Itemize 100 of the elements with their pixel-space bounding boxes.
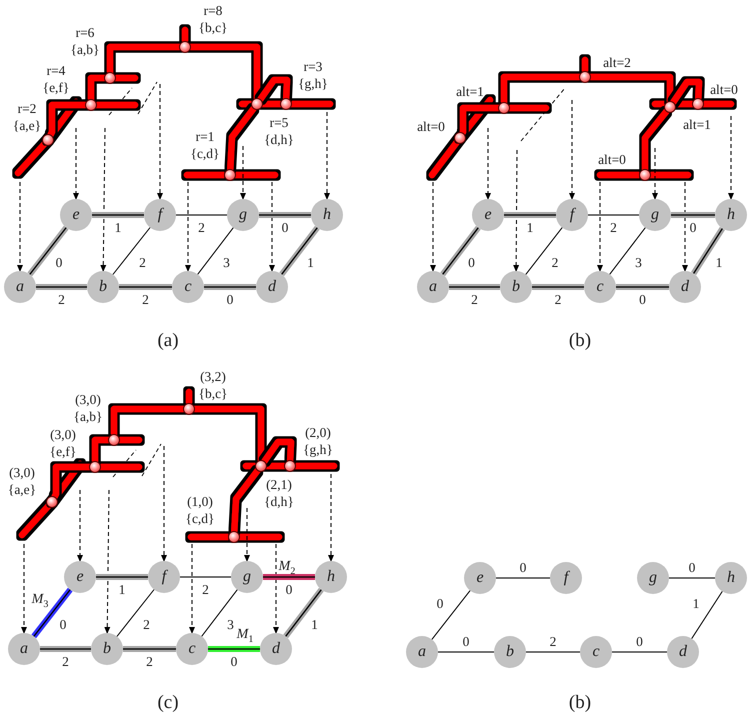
tree-node — [42, 134, 54, 146]
dashed-arrow — [189, 544, 195, 634]
graph-edge — [532, 284, 584, 290]
graph-vertex: g — [637, 562, 669, 594]
dashed-arrow — [73, 128, 79, 200]
node-caption: r=1 — [196, 128, 214, 145]
graph-vertex: g — [639, 199, 671, 231]
graph-vertex: g — [227, 199, 259, 231]
dashed-arrow — [324, 112, 330, 200]
edge-weight: 2 — [58, 291, 65, 308]
edge-weight: 3 — [223, 254, 230, 271]
dashed-arrow — [430, 182, 436, 272]
edge-weight: 0 — [639, 291, 646, 308]
tree-node — [639, 169, 651, 181]
dashed-arrow — [104, 490, 110, 634]
node-caption: alt=1 — [683, 116, 711, 133]
tree-node — [183, 403, 195, 415]
dashed-arrow — [485, 128, 491, 200]
node-caption: {b,c} — [198, 19, 228, 36]
node-caption: {a,b} — [73, 408, 103, 425]
tree-node — [255, 460, 267, 472]
node-caption: {d,h} — [264, 131, 294, 148]
graph-vertex: b — [87, 271, 119, 303]
graph-edge — [119, 284, 172, 290]
edge-weight: 0 — [468, 254, 475, 271]
edge-weight: 0 — [60, 616, 66, 633]
node-caption: {c,d} — [190, 145, 220, 162]
graph-vertex: g — [231, 561, 263, 593]
node-caption: r=3 — [304, 58, 322, 75]
graph-vertex: a — [417, 271, 449, 303]
panel-caption: (a) — [157, 330, 179, 352]
tree-node — [280, 98, 292, 110]
matching-label: M$_{3}$ — [32, 592, 48, 607]
graph-vertex: e — [60, 199, 92, 231]
dashed-arrow — [157, 84, 163, 200]
edge-weight: 2 — [554, 291, 562, 308]
edge-weight: 1 — [311, 616, 318, 633]
node-caption: (3,2) — [200, 368, 226, 385]
graph-vertex: b — [500, 271, 532, 303]
edge-weight: 2 — [610, 219, 617, 236]
edge-weight: 2 — [146, 653, 153, 670]
tree-node — [89, 461, 101, 473]
node-caption: {a,e} — [12, 117, 42, 134]
node-caption: alt=0 — [710, 81, 738, 98]
matching-label: M$_{2}$ — [278, 559, 296, 574]
graph-vertex: f — [144, 199, 176, 231]
graph-edge — [96, 574, 148, 580]
node-caption: r=6 — [76, 24, 94, 41]
node-caption: r=5 — [270, 114, 288, 131]
dashed-arrow — [569, 100, 575, 200]
graph-edge — [283, 588, 324, 638]
edge-weight: 1 — [118, 581, 126, 598]
graph-edge — [588, 214, 640, 216]
edge-weight: 2 — [198, 219, 205, 236]
tree-node — [85, 99, 97, 111]
graph-vertex: h — [311, 199, 343, 231]
dashed-arrow — [100, 128, 106, 272]
graph-vertex: d — [260, 633, 292, 665]
graph-edge — [123, 646, 176, 652]
edge-weight: 3 — [635, 254, 642, 271]
dashed-arrow — [597, 182, 603, 272]
node-caption: alt=1 — [456, 83, 484, 100]
node-caption: alt=2 — [603, 54, 631, 71]
graph-vertex: d — [669, 271, 701, 303]
node-caption: alt=0 — [417, 118, 445, 135]
node-caption: {c,d} — [185, 510, 215, 527]
graph-edge — [259, 212, 311, 218]
node-caption: r=4 — [46, 62, 66, 79]
tree-branch — [227, 106, 257, 172]
tree-branch — [642, 108, 670, 172]
edge-weight: 2 — [550, 633, 556, 650]
node-caption: r=8 — [204, 2, 222, 19]
dashed-arrow — [269, 182, 275, 272]
graph-edge — [176, 214, 228, 216]
dashed-arrow — [17, 182, 23, 272]
graph-edge — [27, 226, 69, 276]
graph-vertex: c — [584, 271, 616, 303]
edge-weight: 1 — [692, 595, 700, 612]
tree-node — [104, 72, 116, 84]
tree-branch — [261, 438, 294, 464]
tree-node — [179, 41, 191, 53]
graph-edge — [263, 574, 315, 580]
graph-vertex: d — [667, 636, 699, 668]
graph-edge — [201, 589, 238, 637]
tree-branch — [500, 74, 582, 106]
graph-edge — [279, 226, 320, 276]
graph-vertex: f — [148, 561, 180, 593]
dashed-arrow — [273, 544, 279, 634]
node-caption: (2,1) — [266, 476, 292, 493]
tree-node — [454, 132, 466, 144]
tree-node — [224, 169, 236, 181]
graph-vertex: c — [580, 636, 612, 668]
dashed-arrow — [652, 148, 658, 200]
graph-vertex: b — [91, 633, 123, 665]
graph-vertex: a — [406, 636, 438, 668]
edge-weight: 2 — [143, 616, 150, 633]
tree-node — [692, 98, 704, 110]
graph-vertex: e — [464, 562, 496, 594]
graph-edge — [40, 646, 91, 652]
edge-weight: 2 — [471, 291, 478, 308]
